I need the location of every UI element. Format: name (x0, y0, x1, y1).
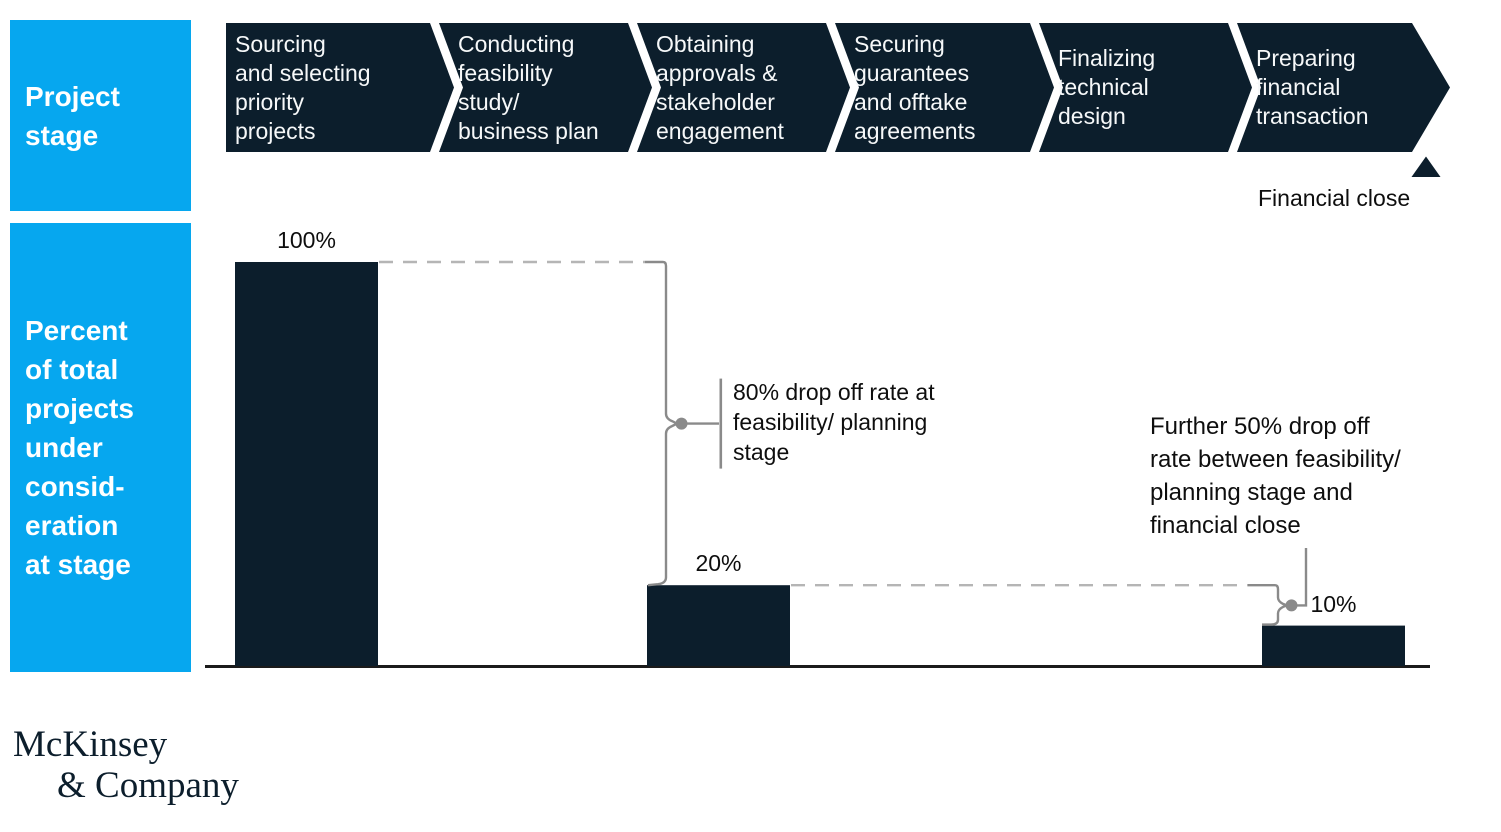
project-stage-label: Project stage (25, 80, 120, 151)
stage-chevron-4 (835, 23, 1054, 152)
stage-chevron-6 (1237, 23, 1450, 152)
stage-label-text: Finalizing technical design (1058, 45, 1156, 129)
y-axis-title: Percent of total projects under consid- … (25, 315, 134, 580)
financial-close-label: Financial close (1258, 185, 1411, 211)
stage-label-text: Securing guarantees and offtake agreemen… (854, 30, 976, 144)
connector-dot-2 (1285, 599, 1298, 612)
bar-20% (647, 585, 790, 666)
financial-close-marker (1411, 156, 1441, 177)
logo-line-2: & Company (57, 765, 239, 806)
stage-label-6: Preparing financial transaction (1256, 23, 1430, 152)
project-stage-header-box: Project stage (10, 20, 191, 211)
stage-label-text: Obtaining approvals & stakeholder engage… (656, 30, 784, 144)
mckinsey-logo: McKinsey & Company (13, 724, 239, 806)
bar-value-label-3: 10% (1310, 590, 1357, 617)
stage-chevron-2 (439, 23, 652, 152)
connector-line-2 (1297, 548, 1308, 607)
stage-label-text: Sourcing and selecting priority projects (235, 30, 371, 144)
stage-chevron-3 (637, 23, 850, 152)
dropoff-bracket-1 (645, 260, 680, 587)
stage-label-4: Securing guarantees and offtake agreemen… (854, 23, 1048, 152)
stage-label-3: Obtaining approvals & stakeholder engage… (656, 23, 844, 152)
annotation-dropoff-feasibility: 80% drop off rate at feasibility/ planni… (733, 379, 935, 465)
stage-label-text: Conducting feasibility study/ business p… (458, 30, 599, 144)
logo-line-1: McKinsey (13, 724, 168, 765)
bar-value-label-2: 20% (695, 550, 742, 577)
stage-label-5: Finalizing technical design (1058, 23, 1246, 152)
bar-value-label-1: 100% (277, 227, 336, 253)
stage-label-1: Sourcing and selecting priority projects (235, 23, 448, 152)
y-axis-title-box: Percent of total projects under consid- … (10, 223, 191, 672)
stage-label-2: Conducting feasibility study/ business p… (458, 23, 646, 152)
annotation-tick-1 (719, 378, 723, 469)
connector-dot-1 (675, 417, 688, 430)
stage-chevron-5 (1039, 23, 1252, 152)
annotation-dropoff-financial-close: Further 50% drop off rate between feasib… (1150, 413, 1401, 539)
bar-10% (1262, 625, 1405, 666)
stage-label-text: Preparing financial transaction (1256, 45, 1369, 129)
bar-100% (235, 262, 378, 666)
stage-chevron-1 (226, 23, 454, 152)
